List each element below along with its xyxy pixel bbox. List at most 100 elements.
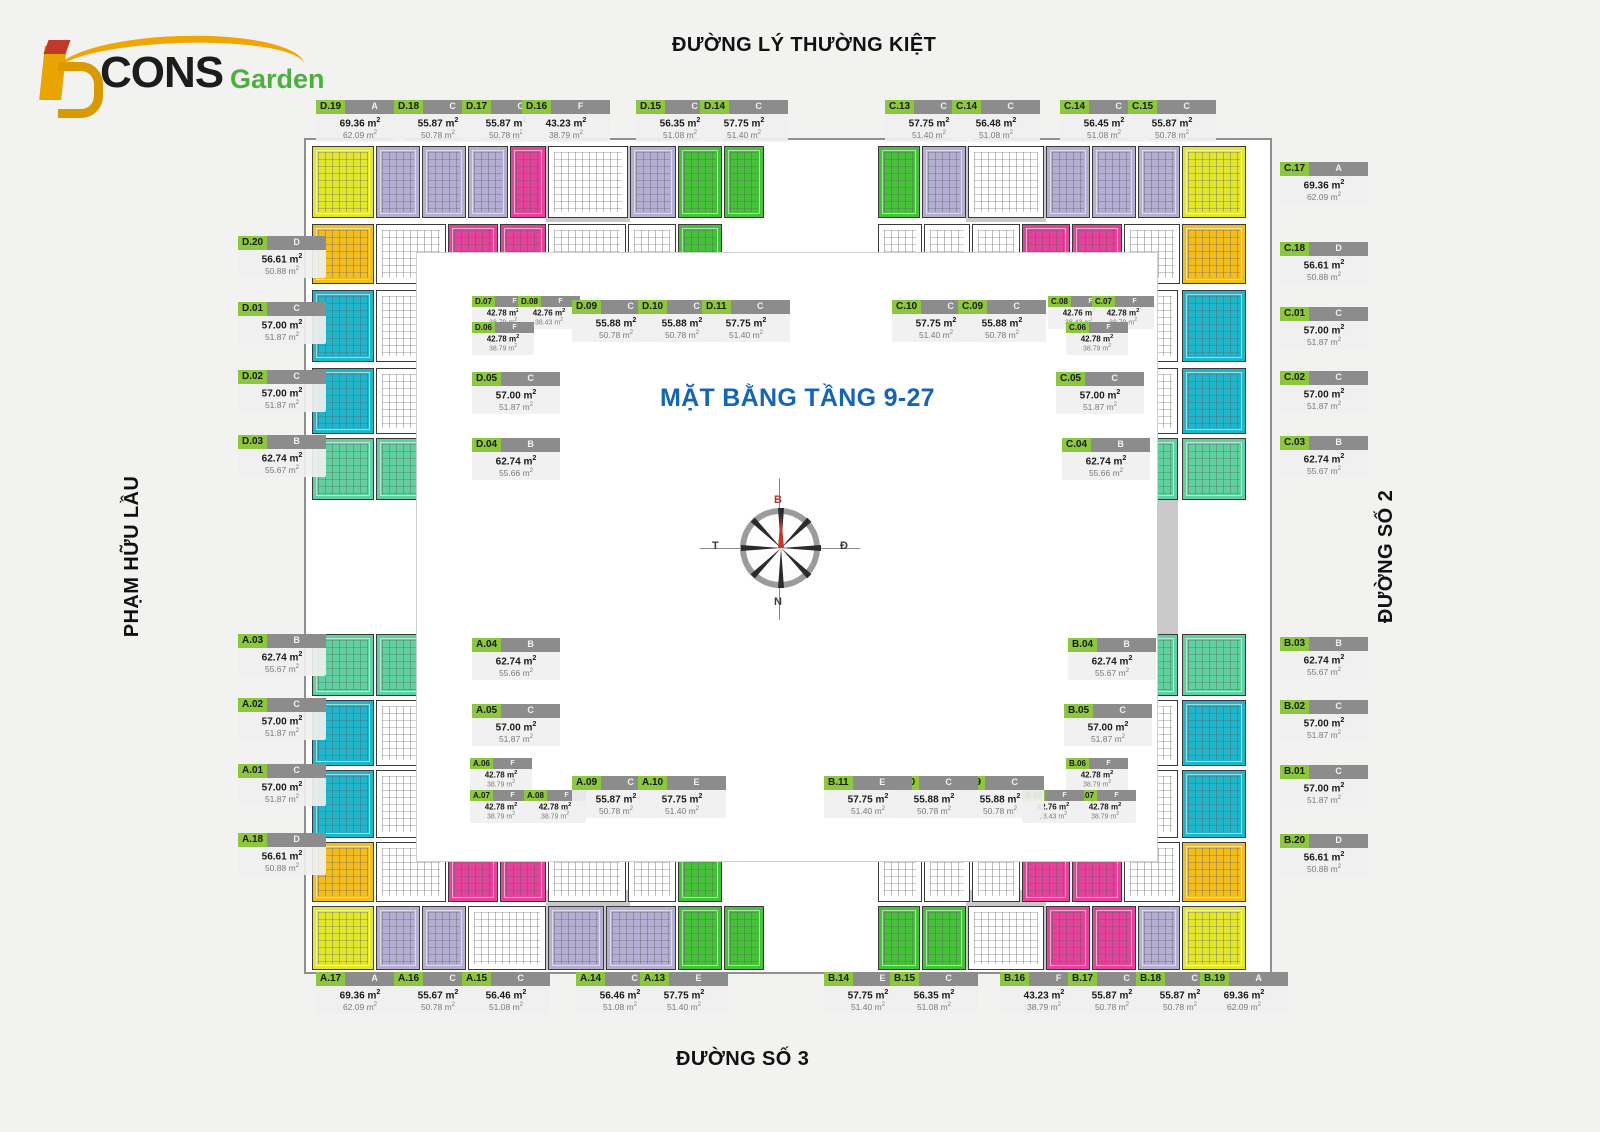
apartment-block[interactable]	[1182, 700, 1246, 766]
apartment-block[interactable]	[1046, 146, 1090, 218]
apartment-block[interactable]	[1138, 146, 1180, 218]
apartment-block[interactable]	[1182, 842, 1246, 902]
apartment-block[interactable]	[422, 146, 466, 218]
apartment-block[interactable]	[968, 906, 1044, 970]
unit-partition-hatch	[474, 912, 540, 964]
apartment-block[interactable]	[548, 146, 628, 218]
apartment-block[interactable]	[630, 146, 676, 218]
apartment-block[interactable]	[724, 906, 764, 970]
apartment-block[interactable]	[312, 146, 374, 218]
apartment-block[interactable]	[468, 146, 508, 218]
apartment-block[interactable]	[1182, 906, 1246, 970]
apartment-block[interactable]	[878, 906, 920, 970]
apartment-block[interactable]	[376, 146, 420, 218]
unit-type-badge: D	[1309, 834, 1368, 848]
apartment-block[interactable]	[1138, 906, 1180, 970]
apartment-block[interactable]	[1182, 634, 1246, 696]
apartment-block[interactable]	[312, 368, 374, 434]
apartment-block[interactable]	[678, 906, 722, 970]
apartment-block[interactable]	[606, 906, 676, 970]
unit-type-badge: F	[551, 100, 610, 114]
unit-partition-hatch	[1188, 912, 1240, 964]
apartment-block[interactable]	[1182, 368, 1246, 434]
apartment-block[interactable]	[548, 906, 604, 970]
apartment-block[interactable]	[1182, 290, 1246, 362]
apartment-block[interactable]	[922, 146, 966, 218]
unit-code: D.14	[700, 100, 730, 114]
apartment-block[interactable]	[312, 906, 374, 970]
unit-net-area: 50.78 m2	[1154, 128, 1190, 140]
apartment-block[interactable]	[1046, 906, 1090, 970]
apartment-block[interactable]	[1182, 770, 1246, 838]
apartment-block[interactable]	[376, 906, 420, 970]
unit-partition-hatch	[974, 152, 1038, 212]
apartment-block[interactable]	[1182, 438, 1246, 500]
unit-net-area: 51.87 m2	[498, 732, 534, 744]
unit-gross-area: 56.35 m2	[659, 115, 701, 130]
unit-partition-hatch	[474, 152, 502, 212]
unit-code: A.10	[638, 776, 668, 790]
apartment-block[interactable]	[422, 906, 466, 970]
apartment-block[interactable]	[468, 906, 546, 970]
apartment-block[interactable]	[1182, 224, 1246, 284]
apartment-block[interactable]	[724, 146, 764, 218]
apartment-block[interactable]	[1092, 906, 1136, 970]
unit-partition-hatch	[1188, 444, 1240, 494]
unit-code: A.04	[472, 638, 502, 652]
apartment-block[interactable]	[678, 146, 722, 218]
apartment-block[interactable]	[1092, 146, 1136, 218]
apartment-block[interactable]	[922, 906, 966, 970]
apartment-block[interactable]	[968, 146, 1044, 218]
apartment-block[interactable]	[1182, 146, 1246, 218]
apartment-block[interactable]	[510, 146, 546, 218]
apartment-block[interactable]	[878, 146, 920, 218]
